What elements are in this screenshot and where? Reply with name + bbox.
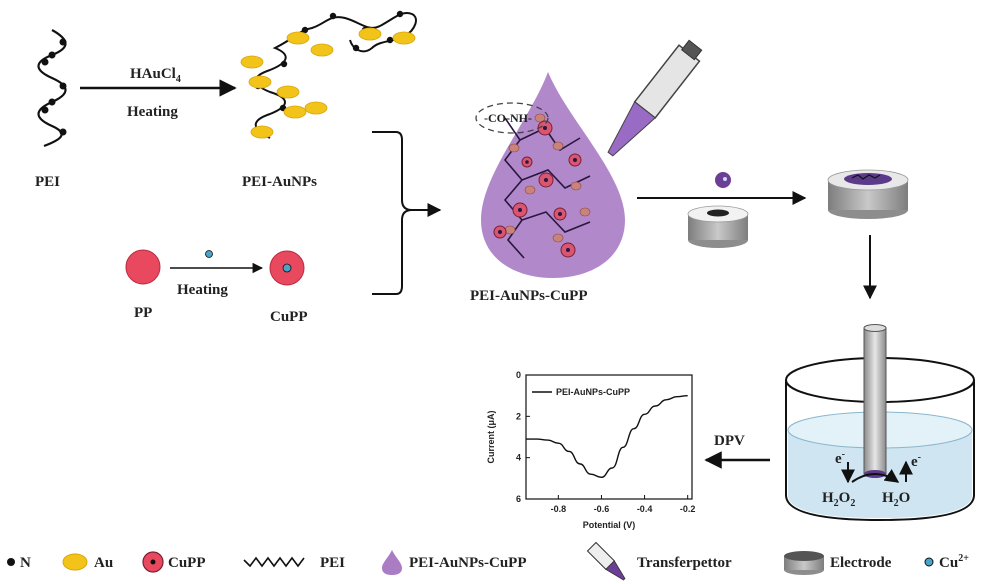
svg-text:e-: e- bbox=[835, 449, 845, 467]
chart-ytick-label: 4 bbox=[516, 453, 521, 463]
legend-transferpettor: Transferpettor bbox=[637, 555, 732, 571]
svg-text:HAuCl4: HAuCl4 bbox=[130, 66, 181, 85]
electrochemical-cell bbox=[785, 324, 975, 522]
legend-transferpettor-icon bbox=[586, 541, 626, 581]
chart-series-line bbox=[526, 394, 688, 479]
svg-text:Cu2+: Cu2+ bbox=[939, 553, 969, 571]
label-heating-bottom: Heating bbox=[177, 282, 228, 298]
legend-cupp-icon bbox=[142, 551, 164, 573]
legend-electrode: Electrode bbox=[830, 555, 892, 571]
legend-n: N bbox=[20, 555, 31, 571]
label-h2o2: H2O2 bbox=[822, 490, 855, 509]
label-dpv: DPV bbox=[714, 433, 745, 449]
label-reagent: HAuCl bbox=[130, 66, 176, 82]
pei-aunps-polymer bbox=[240, 10, 417, 139]
bare-electrode bbox=[687, 205, 749, 248]
legend-pei-icon bbox=[243, 556, 305, 568]
label-h2o: H2O bbox=[882, 490, 910, 509]
pei-polymer bbox=[37, 29, 67, 148]
label-heating-top: Heating bbox=[127, 104, 178, 120]
label-pei-aunps: PEI-AuNPs bbox=[242, 174, 317, 190]
label-electron-in: e bbox=[835, 451, 842, 467]
legend-pei-aunps-cupp: PEI-AuNPs-CuPP bbox=[409, 555, 527, 571]
label-droplet: PEI-AuNPs-CuPP bbox=[470, 288, 588, 304]
chart-xtick-label: -0.4 bbox=[637, 504, 653, 514]
chart-xtick-label: -0.6 bbox=[594, 504, 610, 514]
chart-ytick-label: 6 bbox=[516, 494, 521, 504]
pp-circle bbox=[125, 249, 161, 285]
dpv-chart: -0.8 -0.6 -0.4 -0.2 0 2 4 6 PEI-AuNPs-CuPP Pote… bbox=[486, 370, 695, 530]
legend: N Au CuPP PEI PEI-AuNPs-CuPP Transferpet… bbox=[7, 541, 969, 581]
pei-aunps-cupp-droplet bbox=[481, 72, 625, 278]
label-bond: -CO-NH- bbox=[484, 111, 532, 125]
legend-cu: Cu bbox=[939, 555, 958, 571]
cu-ion-icon bbox=[205, 250, 213, 258]
label-reagent-sub: 4 bbox=[176, 74, 181, 85]
pipette-drop bbox=[715, 172, 731, 188]
bond-callout bbox=[475, 102, 549, 134]
label-cupp: CuPP bbox=[270, 309, 308, 325]
label-electron-out: e bbox=[911, 454, 918, 470]
legend-au-icon bbox=[62, 553, 88, 571]
legend-electrode-icon bbox=[784, 551, 824, 575]
legend-cu-icon bbox=[924, 557, 934, 567]
cupp-circle bbox=[269, 250, 305, 286]
svg-text:e-: e- bbox=[911, 452, 921, 470]
chart-xtick-label: -0.8 bbox=[551, 504, 567, 514]
legend-cupp: CuPP bbox=[168, 555, 206, 571]
legend-droplet-icon bbox=[382, 550, 402, 575]
chart-legend-label: PEI-AuNPs-CuPP bbox=[556, 387, 630, 397]
chart-xtick-label: -0.2 bbox=[680, 504, 696, 514]
merge-bracket bbox=[372, 131, 413, 295]
label-pei: PEI bbox=[35, 174, 60, 190]
legend-au: Au bbox=[94, 555, 113, 571]
legend-cu-sup: 2+ bbox=[958, 553, 969, 564]
transferpettor-icon bbox=[607, 39, 703, 157]
label-pp: PP bbox=[134, 305, 152, 321]
modified-electrode bbox=[827, 169, 909, 219]
chart-ytick-label: 2 bbox=[516, 411, 521, 421]
chart-ytick-label: 0 bbox=[516, 370, 521, 380]
chart-xlabel: Potential (V) bbox=[583, 520, 636, 530]
chart-plot-area bbox=[525, 374, 693, 500]
chart-ylabel: Current (μA) bbox=[486, 410, 496, 463]
legend-n-icon bbox=[7, 558, 15, 566]
legend-pei: PEI bbox=[320, 555, 345, 571]
